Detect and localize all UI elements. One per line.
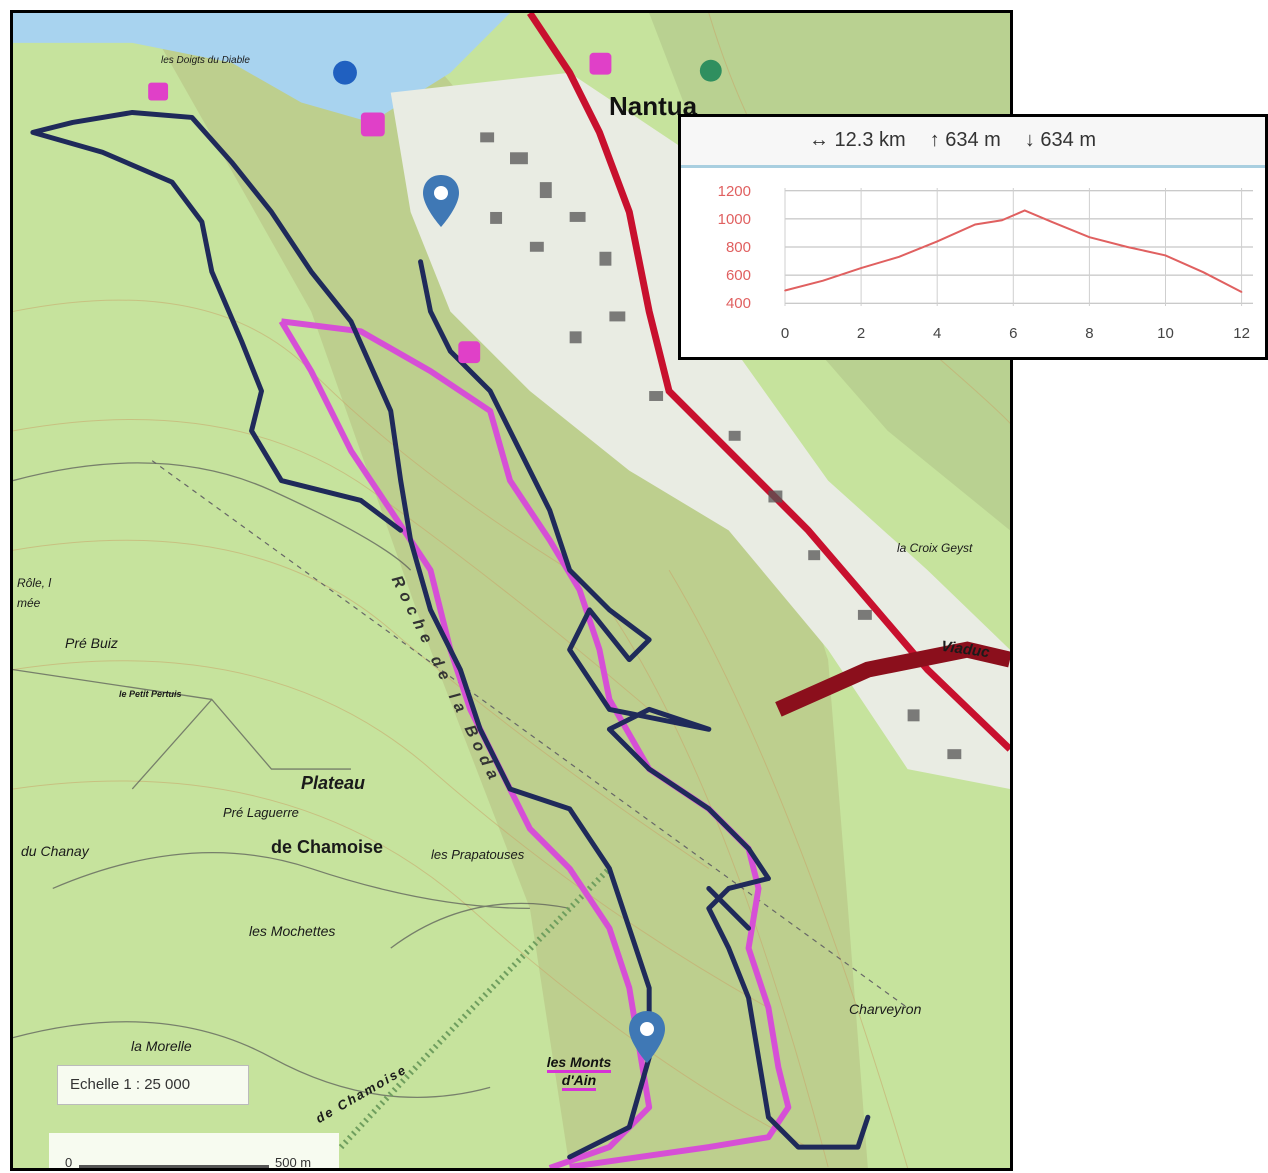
elevation-point [974, 223, 977, 226]
hatch-line [338, 866, 612, 1150]
place-label-chanay: du Chanay [21, 843, 89, 859]
y-tick-label: 600 [726, 267, 751, 284]
place-label-pre-laguerre: Pré Laguerre [223, 805, 299, 820]
map-pin-icon[interactable] [421, 173, 461, 229]
descent-stat: ↓ 634 m [1024, 129, 1097, 151]
profile-header: ↔ 12.3 km ↑ 634 m ↓ 634 m [681, 117, 1265, 168]
monts-line-2: d'Ain [561, 1072, 597, 1091]
place-label-role: Rôle, l mée [17, 576, 52, 610]
y-tick-label: 1200 [718, 183, 751, 200]
route-main [30, 109, 871, 1160]
y-tick-label: 1000 [718, 211, 751, 228]
y-tick-label: 400 [726, 295, 751, 312]
y-tick-label: 800 [726, 239, 751, 256]
x-tick-label: 12 [1233, 325, 1250, 342]
elevation-point [1001, 219, 1003, 222]
scalebar-end: 500 m [275, 1155, 312, 1170]
ascent-stat: ↑ 634 m [929, 129, 1001, 151]
monts-line-1: les Monts [546, 1054, 612, 1073]
boundary-dash [151, 460, 908, 1009]
elevation-point [1240, 291, 1243, 293]
poi-icons [148, 52, 722, 364]
scalebar-start: 0 [65, 1155, 73, 1170]
place-label-pertuis: le Petit Pertuis [119, 689, 182, 699]
town-area [390, 72, 1010, 789]
scale-ratio-box: Echelle 1 : 25 000 [57, 1065, 249, 1105]
elevation-profile-panel: ↔ 12.3 km ↑ 634 m ↓ 634 m 1200 1000 800 600… [678, 114, 1268, 360]
main-road [526, 13, 1010, 752]
scale-text: Echelle 1 : 25 000 [70, 1076, 191, 1093]
place-label-plateau: Plateau [301, 773, 366, 793]
elevation-point [1164, 254, 1167, 257]
place-label-prapatouses: les Prapatouses [431, 847, 525, 862]
x-tick-label: 0 [781, 325, 789, 342]
scalebar-line [79, 1165, 269, 1168]
elevation-point [1088, 236, 1091, 238]
x-tick-label: 6 [1009, 325, 1017, 342]
place-label-charveyron: Charveyron [849, 1001, 922, 1017]
distance-stat: ↔ 12.3 km [809, 129, 906, 151]
place-label-pre-buiz: Pré Buiz [65, 635, 118, 651]
scalebar: 0 500 m [49, 1133, 339, 1170]
elevation-line [784, 209, 1243, 293]
elevation-point [936, 240, 938, 243]
elevation-chart: 1200 1000 800 600 400 0 2 4 6 8 10 12 [718, 183, 1253, 342]
viaduct-road [775, 641, 1010, 717]
elevation-point [898, 256, 900, 258]
elevation-point [822, 279, 824, 282]
x-tick-label: 8 [1085, 325, 1093, 342]
place-label-croix-geyst: la Croix Geyst [897, 541, 973, 555]
elevation-point [1126, 246, 1129, 248]
elevation-point [784, 289, 786, 292]
elevation-point [860, 267, 862, 269]
place-label-mochettes: les Mochettes [249, 923, 336, 939]
x-tick-label: 2 [857, 325, 865, 342]
lake [13, 13, 511, 123]
place-label-chamoise: de Chamoise [271, 837, 384, 857]
place-label-morelle: la Morelle [131, 1038, 192, 1054]
elevation-point [1023, 209, 1026, 212]
elevation-point [1202, 271, 1205, 274]
place-label-monts-dain: les Monts d'Ain [533, 1053, 625, 1091]
x-tick-label: 10 [1157, 325, 1174, 342]
map-pin-icon[interactable] [627, 1009, 667, 1065]
profile-stats: ↔ 12.3 km ↑ 634 m ↓ 634 m [809, 129, 1096, 152]
x-tick-label: 4 [933, 325, 941, 342]
elevation-point [1050, 220, 1053, 223]
place-label-doigts: les Doigts du Diable [161, 55, 250, 66]
